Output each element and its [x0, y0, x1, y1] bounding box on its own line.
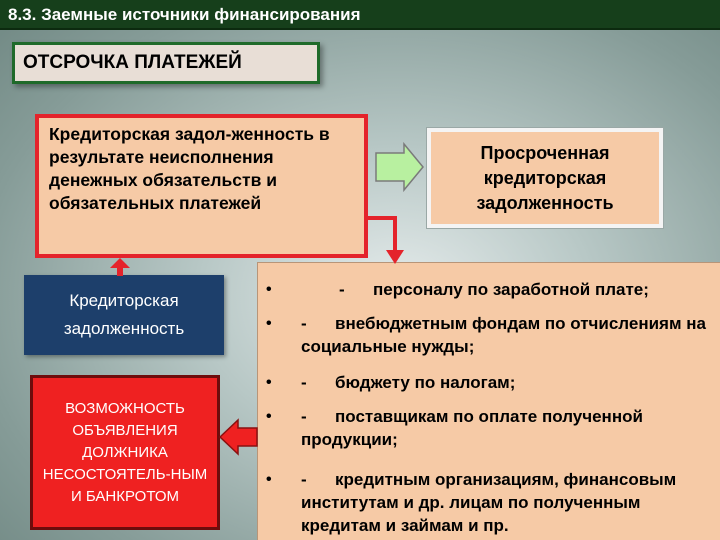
list-item-dash: -: [301, 407, 307, 426]
right-arrow-icon: [375, 141, 424, 193]
bullet-icon: •: [266, 281, 272, 298]
list-item-text: - бюджету по налогам;: [301, 373, 516, 392]
accounts-payable-box: Кредиторская задолженность: [24, 275, 224, 355]
section-title-box: ОТСРОЧКА ПЛАТЕЖЕЙ: [12, 42, 320, 84]
debt-definition-box: Кредиторская задол-женность в результате…: [35, 114, 368, 258]
list-item-text: - внебюджетным фондам по отчислениям на …: [301, 314, 706, 356]
page-title: 8.3. Заемные источники финансирования: [8, 5, 361, 24]
bullet-icon: •: [266, 408, 272, 425]
bankruptcy-box: ВОЗМОЖНОСТЬ ОБЪЯВЛЕНИЯ ДОЛЖНИКА НЕСОСТОЯ…: [30, 375, 220, 530]
list-item-text: - поставщикам по оплате полученной проду…: [301, 407, 643, 449]
bullet-icon: •: [266, 374, 272, 391]
list-item-dash: -: [301, 470, 307, 489]
down-arrow-icon: [368, 216, 404, 264]
list-item-text: - кредитным организациям, финансовым инс…: [301, 470, 677, 535]
left-arrow-icon: [218, 418, 258, 456]
list-item-text: - персоналу по заработной плате;: [339, 280, 649, 299]
up-arrow-icon: [110, 258, 130, 276]
bullet-icon: •: [266, 315, 272, 332]
overdue-debt-text: Просроченная кредиторская задолженность: [476, 142, 614, 213]
list-item-dash: -: [301, 314, 307, 333]
list-item-dash: -: [339, 280, 345, 299]
list-item-dash: -: [301, 373, 307, 392]
overdue-debt-box: Просроченная кредиторская задолженность: [426, 127, 664, 229]
header-bar: [0, 0, 720, 30]
bullet-icon: •: [266, 471, 272, 488]
section-title: ОТСРОЧКА ПЛАТЕЖЕЙ: [23, 52, 242, 73]
accounts-payable-text: Кредиторская задолженность: [63, 291, 185, 338]
debt-definition-text: Кредиторская задол-женность в результате…: [49, 124, 330, 213]
bankruptcy-text: ВОЗМОЖНОСТЬ ОБЪЯВЛЕНИЯ ДОЛЖНИКА НЕСОСТОЯ…: [42, 399, 208, 505]
creditor-list-panel: • - персоналу по заработной плате; • - в…: [257, 262, 720, 540]
